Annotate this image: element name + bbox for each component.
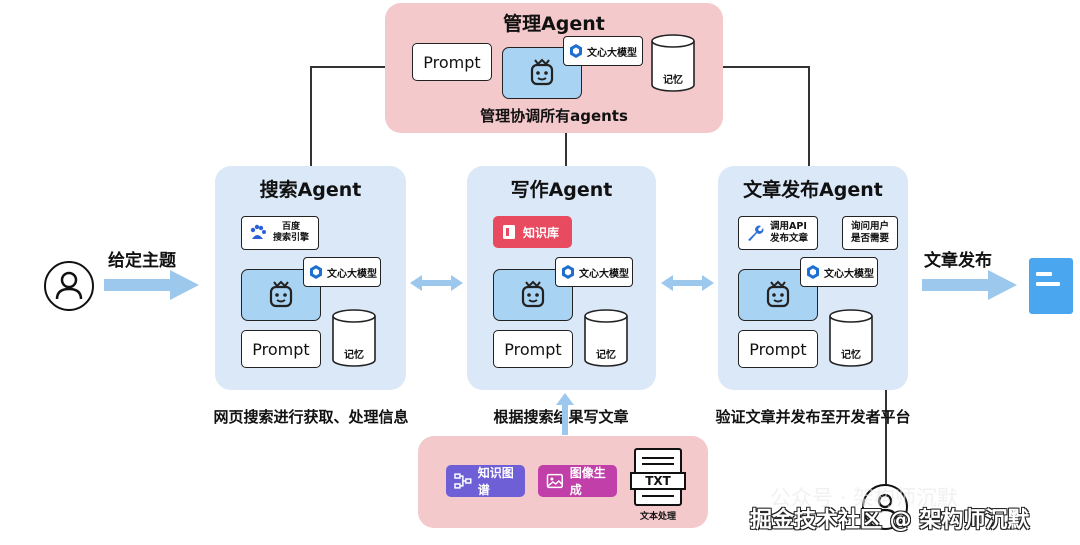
memory-label: 记忆: [841, 350, 861, 361]
writing-agent-title: 写作Agent: [510, 179, 613, 201]
knowledge-base-tool: 知识库: [493, 216, 572, 248]
user-avatar: [862, 484, 908, 530]
prompt-card: Prompt: [738, 330, 818, 368]
llm-label: 文心大模型: [579, 268, 629, 280]
prompt-card: Prompt: [493, 330, 573, 368]
baidu-paw-icon: [250, 224, 266, 239]
publish-agent-panel: 文章发布Agent 调用API 发布文章 询问用户 是否需要 文心大模型 Pro…: [718, 166, 908, 390]
memory-database: 记忆: [828, 308, 874, 368]
memory-label: 记忆: [663, 75, 683, 86]
wenxin-logo-icon: [807, 265, 819, 279]
llm-badge: 文心大模型: [303, 257, 381, 287]
prompt-card: Prompt: [241, 330, 321, 368]
ask-line1: 询问用户: [850, 221, 889, 232]
knowledge-base-icon: [503, 225, 515, 239]
output-publish-label: 文章发布: [924, 251, 992, 271]
robot-icon: [269, 280, 293, 308]
tool-label: 知识图谱: [477, 466, 514, 497]
writing-agent-panel: 写作Agent 知识库 文心大模型 Prompt 记忆: [467, 166, 656, 390]
txt-label: TXT: [630, 472, 686, 490]
llm-label: 文心大模型: [327, 268, 377, 280]
manager-caption: 管理协调所有agents: [480, 107, 628, 125]
connector-line: [310, 66, 386, 68]
ask-line2: 是否需要: [850, 233, 889, 244]
robot-agent: [241, 269, 321, 321]
connector-line: [565, 133, 567, 166]
connector-line: [808, 66, 810, 166]
memory-label: 记忆: [344, 350, 364, 361]
wenxin-logo-icon: [310, 265, 322, 279]
user-icon: [872, 493, 898, 520]
robot-icon: [521, 280, 545, 308]
memory-database: 记忆: [583, 308, 629, 368]
tools-panel: 知识图谱 图像生成 TXT 文本处理: [418, 436, 708, 528]
search-agent-panel: 搜索Agent 百度 搜索引擎 文心大模型 Prompt 记忆: [215, 166, 406, 390]
wenxin-logo-icon: [562, 265, 574, 279]
database-icon: [829, 309, 873, 367]
memory-database: 记忆: [650, 33, 696, 93]
connector-line: [310, 66, 312, 166]
bidirectional-arrow: [661, 275, 714, 291]
connector-line: [885, 300, 887, 485]
search-agent-caption: 网页搜索进行获取、处理信息: [213, 408, 409, 426]
publish-api-tool: 调用API 发布文章: [738, 216, 818, 250]
llm-badge: 文心大模型: [555, 257, 633, 287]
watermark-top: 公众号 · 架构师沉默: [770, 486, 959, 510]
llm-label: 文心大模型: [587, 47, 637, 59]
tool-label: 知识库: [523, 225, 560, 240]
text-processing-label: 文本处理: [639, 512, 676, 522]
knowledge-graph-icon: [454, 473, 472, 489]
tool-name-line2: 发布文章: [770, 233, 809, 244]
robot-icon: [530, 58, 554, 86]
input-arrow: [104, 270, 199, 300]
memory-label: 记忆: [596, 350, 616, 361]
ask-user-tool: 询问用户 是否需要: [842, 216, 898, 250]
input-topic-label: 给定主题: [108, 251, 176, 271]
user-icon: [55, 271, 83, 300]
database-icon: [332, 309, 376, 367]
memory-database: 记忆: [331, 308, 377, 368]
manager-agent-panel: 管理Agent Prompt 文心大模型 记忆 管理协调所有agents: [385, 3, 723, 133]
bidirectional-arrow: [410, 275, 463, 291]
llm-label: 文心大模型: [824, 268, 874, 280]
user-avatar: [44, 261, 94, 311]
tool-name-line1: 调用API: [770, 221, 807, 232]
wenxin-logo-icon: [570, 44, 582, 58]
watermark-bottom: 掘金技术社区 @ 架构师沉默: [750, 508, 1030, 533]
baidu-search-tool: 百度 搜索引擎: [241, 216, 319, 250]
up-arrow: [556, 393, 574, 435]
llm-badge: 文心大模型: [800, 257, 878, 287]
tool-name-line1: 百度: [282, 222, 301, 232]
manager-agent-title: 管理Agent: [503, 13, 605, 35]
tool-label: 图像生成: [569, 466, 606, 497]
database-icon: [651, 34, 695, 92]
knowledge-graph-tool: 知识图谱: [446, 465, 525, 497]
txt-file-icon: TXT: [630, 448, 686, 506]
tool-name-line2: 搜索引擎: [273, 233, 310, 243]
wrench-icon: [748, 225, 764, 241]
publish-agent-caption: 验证文章并发布至开发者平台: [715, 408, 911, 426]
image-generation-tool: 图像生成: [538, 465, 617, 497]
output-arrow: [922, 270, 1017, 300]
publish-agent-title: 文章发布Agent: [743, 179, 883, 201]
prompt-card: Prompt: [412, 43, 492, 81]
document-icon: [1029, 258, 1073, 314]
robot-icon: [766, 280, 790, 308]
writing-agent-caption: 根据搜索结果写文章: [493, 408, 629, 426]
connector-line: [722, 66, 810, 68]
search-agent-title: 搜索Agent: [259, 179, 362, 201]
database-icon: [584, 309, 628, 367]
image-icon: [546, 473, 563, 489]
llm-badge: 文心大模型: [563, 36, 643, 66]
